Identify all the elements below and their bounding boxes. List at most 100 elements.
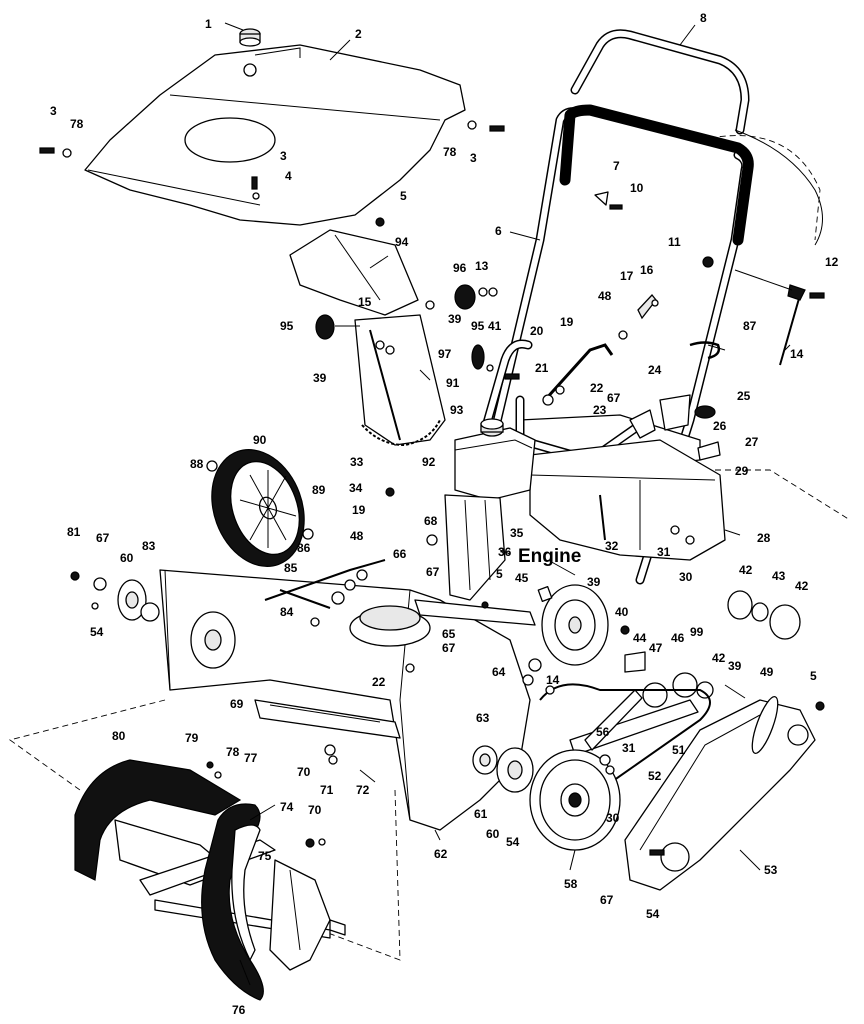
engine-label: Engine [518,546,581,567]
callout: 90 [253,433,267,447]
callout: 4 [285,169,292,183]
callout: 63 [476,711,490,725]
engine-mount [444,494,506,601]
callout: 44 [633,631,647,645]
callout: 70 [308,803,322,817]
callout: 52 [648,769,662,783]
callout: 83 [142,539,156,553]
cover-bolts [39,120,505,227]
callout: 19 [352,503,366,517]
callout: 30 [606,811,620,825]
callout: 70 [297,765,311,779]
auger-assembly [74,759,346,1001]
callout: 72 [356,783,370,797]
callout: 5 [810,669,817,683]
callout: 32 [605,539,619,553]
callout: 26 [713,419,727,433]
scraper-bar [254,699,401,739]
callout: 88 [190,457,204,471]
belt-cover [624,696,825,891]
callout: 51 [672,743,686,757]
callout: 48 [598,289,612,303]
discharge-chute [289,229,446,447]
callout: 74 [280,800,294,814]
callout: 53 [764,863,778,877]
shift-linkage [264,487,395,627]
callout: 54 [506,835,520,849]
wheel [206,449,314,567]
callout: 60 [486,827,500,841]
callout: 42 [712,651,726,665]
callout: 84 [280,605,294,619]
callout: 46 [671,631,685,645]
callout: 93 [450,403,464,417]
chute-knobs [315,284,498,372]
callout: 45 [515,571,529,585]
callout: 87 [743,319,757,333]
callout: 3 [50,104,57,118]
callout: 64 [492,665,506,679]
callout: 62 [434,847,448,861]
main-handle [490,104,754,585]
callout: 22 [590,381,604,395]
callout: 95 [471,319,485,333]
callout: 76 [232,1003,246,1017]
drive-belt [539,683,711,791]
callout: 39 [587,575,601,589]
leader-lines [224,22,791,986]
callout: 21 [535,361,549,375]
callout: 3 [280,149,287,163]
callout: 61 [474,807,488,821]
callout: 28 [757,531,771,545]
callout: 8 [700,11,707,25]
upper-handle [570,29,823,246]
callout: 42 [795,579,809,593]
callout: 71 [320,783,334,797]
callout: 67 [442,641,456,655]
callout: 30 [679,570,693,584]
callout: 47 [649,641,663,655]
callout: 49 [760,665,774,679]
callout: 16 [640,263,654,277]
callout: 67 [607,391,621,405]
callout: 79 [185,731,199,745]
callout: 42 [739,563,753,577]
handle-hardware [594,191,721,360]
callout: 2 [355,27,362,41]
callout: 20 [530,324,544,338]
callout: 48 [350,529,364,543]
callout: 77 [244,751,258,765]
callout: 29 [735,464,749,478]
callout: 11 [668,235,681,249]
callout: 67 [96,531,110,545]
callout: 12 [825,255,839,269]
callout: 27 [745,435,759,449]
fuel-cap-small [239,28,261,47]
lower-hardware [206,525,695,848]
callout: 67 [600,893,614,907]
callout: 54 [646,907,660,921]
shift-rod [542,343,614,406]
callout: 99 [690,625,704,639]
auger-housing [159,569,536,831]
callout: 81 [67,525,81,539]
callout: 97 [438,347,452,361]
callout: 80 [112,729,126,743]
callout: 5 [400,189,407,203]
callout: 67 [426,565,440,579]
callout: 85 [284,561,298,575]
callout: 39 [728,659,742,673]
callout: 36 [498,545,512,559]
callout: 65 [442,627,456,641]
callout: 92 [422,455,436,469]
callout: 25 [737,389,751,403]
callout: 68 [424,514,438,528]
callout: 39 [448,312,462,326]
callout: 78 [226,745,240,759]
callout: 7 [613,159,620,173]
callout: 15 [358,295,372,309]
drive-pulleys [537,584,801,708]
callout: 75 [258,849,272,863]
callout: 40 [615,605,629,619]
